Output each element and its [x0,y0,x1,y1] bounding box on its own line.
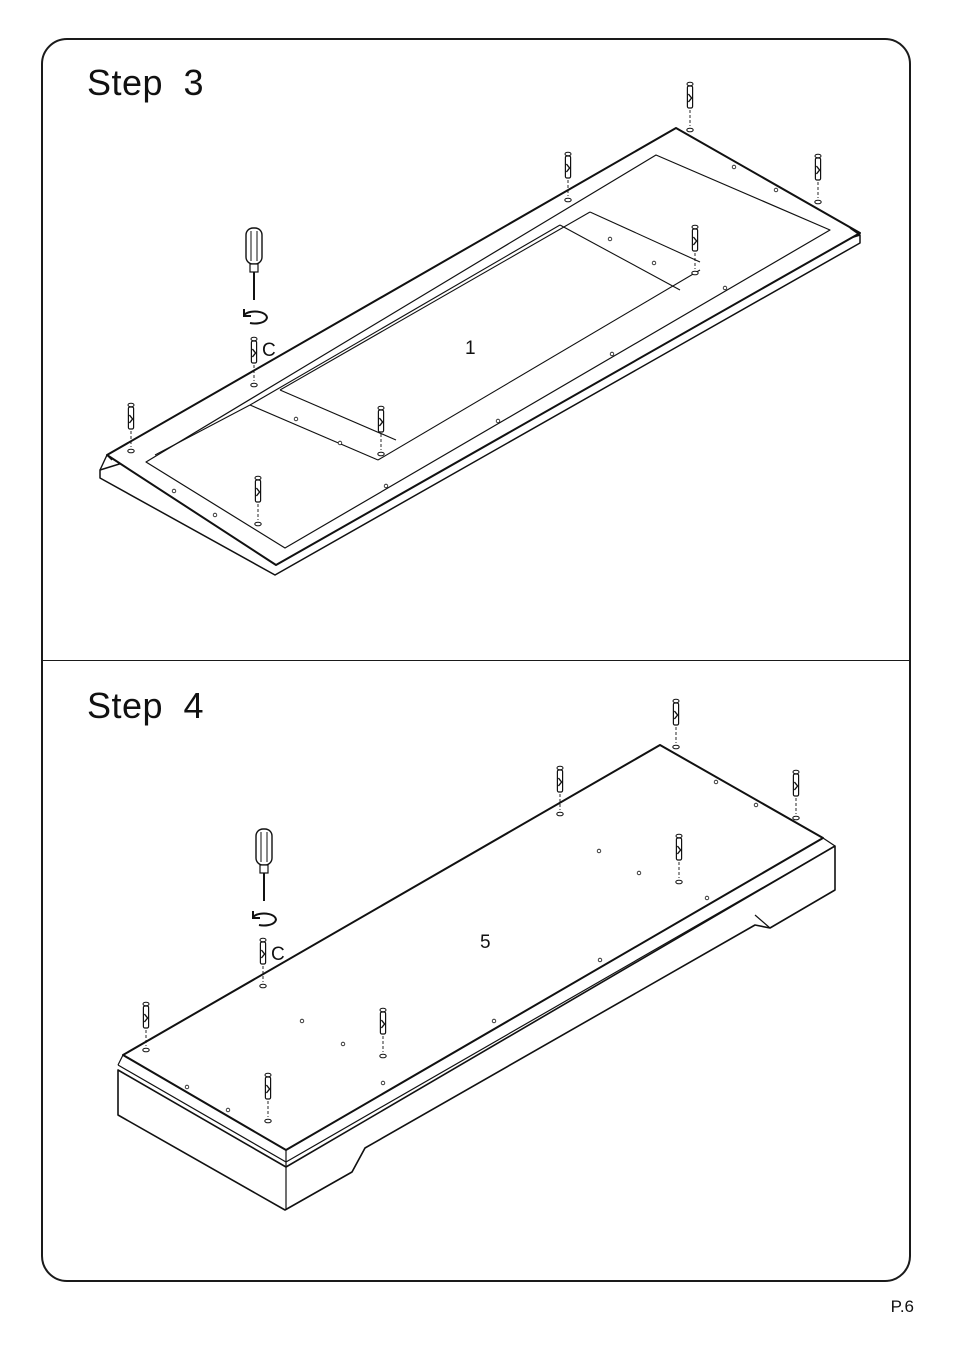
rotate-clockwise-icon [253,911,276,926]
step-3-hardware-label: C [262,340,276,361]
cam-bolt-icon [815,154,821,204]
step-3-part-label: 1 [465,338,476,359]
rotate-clockwise-icon [244,309,267,324]
screwdriver-icon [246,228,262,300]
step-3-panel-drawing [100,128,860,575]
cam-bolt-icon [793,770,799,820]
step-4-part-label: 5 [480,932,491,953]
step-4-hardware-label: C [271,944,285,965]
step-4-panel-drawing [118,745,835,1210]
cam-bolt-icon [687,82,693,132]
page-number: P.6 [891,1297,914,1317]
cam-bolt-icon [673,699,679,749]
screwdriver-icon [256,829,272,901]
